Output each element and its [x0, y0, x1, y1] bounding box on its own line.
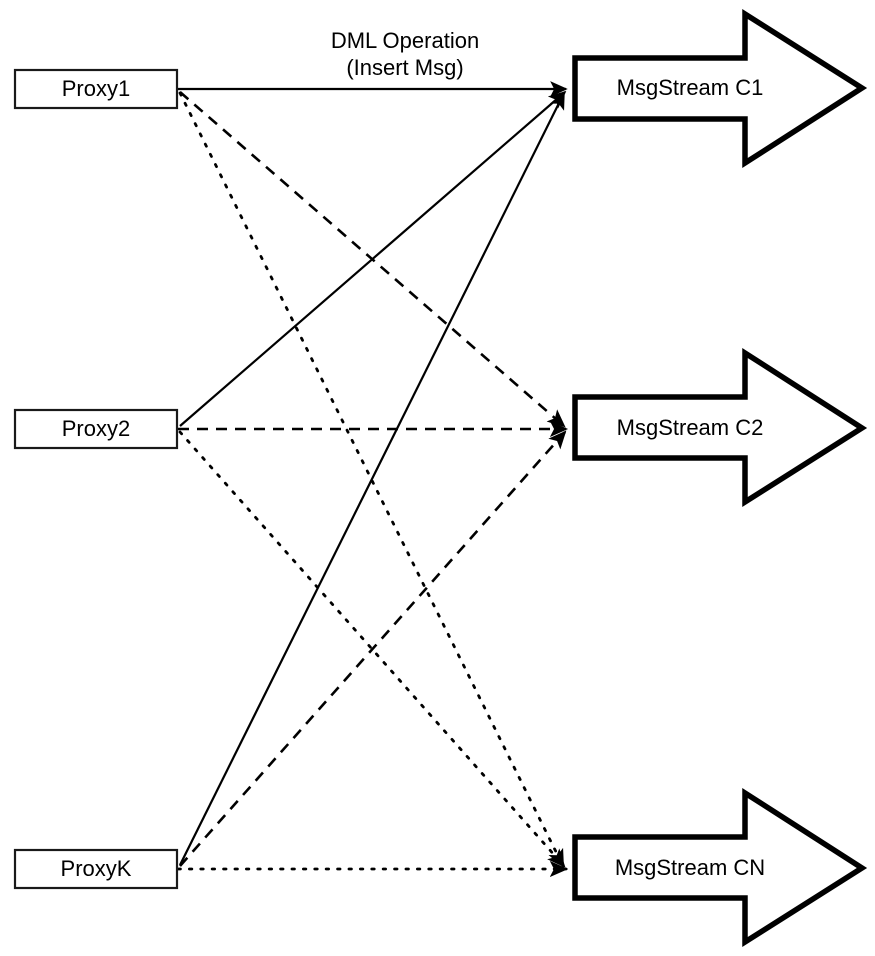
msgstream-node-c2[interactable]: MsgStream C2 — [572, 347, 868, 507]
proxy1-box[interactable] — [13, 68, 179, 110]
msgstream-c2-arrow-shape[interactable] — [572, 347, 868, 507]
proxyk-label: ProxyK — [61, 856, 132, 881]
link-proxy1-to-msgstream-cn[interactable] — [178, 91, 565, 869]
link-proxyk-to-msgstream-c2[interactable] — [179, 430, 567, 867]
proxy2-box[interactable] — [13, 408, 179, 450]
link-proxyk-to-msgstream-c1[interactable] — [179, 91, 565, 866]
msgstream-c1-arrow-shape[interactable] — [572, 9, 868, 169]
link-proxy1-to-msgstream-c2[interactable] — [179, 91, 566, 428]
msgstream-c2-label: MsgStream C2 — [617, 415, 764, 440]
link-group — [176, 81, 569, 878]
msgstream-cn-arrow-shape[interactable] — [572, 787, 868, 947]
proxy2-label: Proxy2 — [62, 416, 130, 441]
msgstream-node-c1[interactable]: MsgStream C1 — [572, 9, 868, 169]
dml-operation-line1: DML Operation — [331, 28, 479, 53]
msgstream-node-cn[interactable]: MsgStream CN — [572, 787, 868, 947]
proxy-node-proxyk[interactable]: ProxyK — [13, 848, 179, 890]
proxy-node-proxy1[interactable]: Proxy1 — [13, 68, 179, 110]
dml-operation-annotation: DML Operation (Insert Msg) — [331, 28, 479, 80]
msgstream-c1-label: MsgStream C1 — [617, 75, 764, 100]
proxy-node-proxy2[interactable]: Proxy2 — [13, 408, 179, 450]
msgstream-cn-label: MsgStream CN — [615, 855, 765, 880]
proxy1-label: Proxy1 — [62, 76, 130, 101]
dml-operation-line2: (Insert Msg) — [346, 55, 463, 80]
proxyk-box[interactable] — [13, 848, 179, 890]
